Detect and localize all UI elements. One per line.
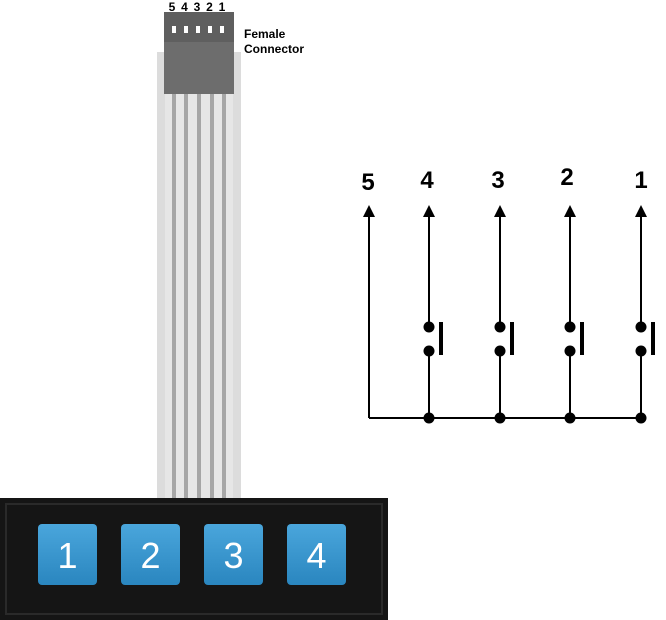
terminal-label: 2 — [560, 164, 573, 191]
bus-junction — [564, 412, 576, 424]
connector-pin-label: 2 — [206, 0, 213, 14]
key-2[interactable]: 2 — [121, 524, 180, 585]
key-label: 4 — [306, 535, 326, 576]
connector-label-line2: Connector — [244, 42, 304, 56]
switch-contact — [635, 345, 647, 357]
pin-hole — [220, 26, 224, 33]
switch-contact — [494, 345, 506, 357]
connector-pin-label: 4 — [181, 0, 188, 14]
terminal-label: 4 — [420, 167, 434, 194]
arrow-head — [363, 205, 375, 217]
ribbon-cable — [157, 52, 241, 502]
switch-actuator — [510, 322, 514, 355]
pin-hole — [208, 26, 212, 33]
pin-hole — [172, 26, 176, 33]
switch-contact — [564, 345, 576, 357]
ribbon-trace — [197, 94, 201, 502]
key-3[interactable]: 3 — [204, 524, 263, 585]
arrow-head — [635, 205, 647, 217]
ribbon-trace — [184, 94, 188, 502]
switch-actuator — [439, 322, 443, 355]
connector-label-line1: Female — [244, 27, 286, 41]
ribbon-trace — [172, 94, 176, 502]
key-1[interactable]: 1 — [38, 524, 97, 585]
ribbon-traces — [172, 94, 226, 502]
switch-contact — [635, 321, 647, 333]
ribbon-trace — [222, 94, 226, 502]
switch-contact — [494, 321, 506, 333]
bus-junction — [635, 412, 647, 424]
key-cap[interactable] — [38, 524, 97, 585]
switch-contact — [423, 345, 435, 357]
keypad-bevel — [5, 503, 383, 615]
connector-pin-label: 3 — [194, 0, 201, 14]
bus-junction — [494, 412, 506, 424]
bus-junction — [423, 412, 435, 424]
key-cap[interactable] — [204, 524, 263, 585]
terminal-label: 3 — [491, 167, 504, 194]
switch-actuator — [580, 322, 584, 355]
key-label: 2 — [140, 535, 160, 576]
arrow-head — [494, 205, 506, 217]
arrow-head — [423, 205, 435, 217]
connector-pin-label: 5 — [169, 0, 176, 14]
keypad-keys: 1 2 3 4 — [38, 524, 346, 585]
key-label: 1 — [57, 535, 77, 576]
connector-pin-holes — [172, 26, 224, 33]
connector-pin-label: 1 — [219, 0, 226, 14]
ribbon-trace — [210, 94, 214, 502]
key-cap[interactable] — [287, 524, 346, 585]
pin-hole — [196, 26, 200, 33]
switch-actuator — [651, 322, 655, 355]
key-label: 3 — [223, 535, 243, 576]
switch-contact — [423, 321, 435, 333]
arrow-head — [564, 205, 576, 217]
key-4[interactable]: 4 — [287, 524, 346, 585]
schematic: 5 4 3 2 1 — [361, 164, 655, 424]
terminal-label: 1 — [634, 167, 647, 194]
terminal-label: 5 — [361, 169, 374, 196]
pin-hole — [184, 26, 188, 33]
key-cap[interactable] — [121, 524, 180, 585]
switch-contact — [564, 321, 576, 333]
keypad-panel: 1 2 3 4 — [0, 498, 388, 620]
